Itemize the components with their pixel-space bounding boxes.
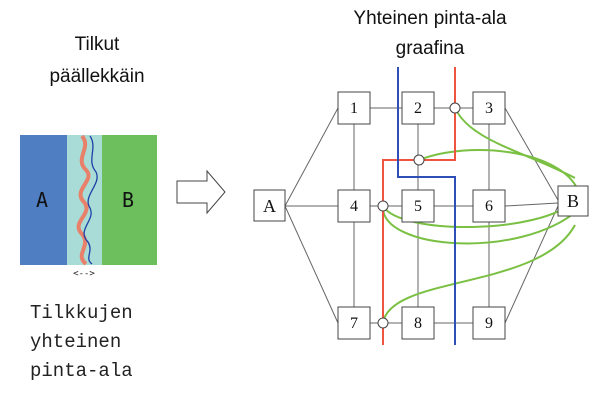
grid-node-3-label: 3: [485, 100, 493, 117]
right-panel: Yhteinen pinta-ala graafina: [253, 8, 589, 345]
green-cut-paths: [381, 107, 579, 324]
left-panel: Tilkut päällekkäin A B <--> Tilkkujen yh…: [20, 34, 157, 382]
right-title-line2: graafina: [396, 38, 465, 59]
right-title-line1: Yhteinen pinta-ala: [353, 8, 507, 29]
grid-node-3: 3: [472, 91, 506, 125]
grid-node-8-label: 8: [414, 315, 422, 332]
caption-line3: pinta-ala: [30, 360, 133, 382]
patch-a: [20, 135, 67, 265]
node-a-label: A: [263, 196, 276, 216]
left-title-line1: Tilkut: [75, 34, 120, 55]
grid-node-4: 4: [337, 189, 371, 223]
node-b-box: [557, 185, 589, 217]
grid-node-7-label: 7: [350, 315, 358, 332]
patch-a-label: A: [36, 188, 48, 212]
patch-b: [102, 135, 157, 265]
green-path-4-b: [381, 205, 579, 245]
grid-node-2-label: 2: [414, 100, 422, 117]
node-a-box: [253, 189, 286, 222]
overlap-indicator: <-->: [73, 269, 95, 279]
green-path-2-3: [454, 107, 576, 179]
grid-node-1: 1: [337, 91, 371, 125]
grid-node-5: 5: [401, 189, 435, 223]
grid-node-7: 7: [337, 306, 371, 340]
caption-line2: yhteinen: [30, 331, 121, 353]
grid-node-5-label: 5: [414, 198, 422, 215]
patch-b-label: B: [122, 188, 134, 212]
node-b-label: B: [567, 191, 579, 211]
cut-point-7-8: [377, 317, 389, 329]
graph-edges: [284, 107, 559, 324]
grid-node-9-label: 9: [485, 315, 493, 332]
cut-point-2-3: [449, 102, 461, 114]
left-title-line2: päällekkäin: [49, 66, 144, 87]
seam-red-line: [76, 134, 91, 266]
grid-node-6-label: 6: [485, 198, 493, 215]
grid-node-1-label: 1: [350, 100, 358, 117]
grid-node-6: 6: [472, 189, 506, 223]
grid-node-9: 9: [472, 306, 506, 340]
grid-node-8: 8: [401, 306, 435, 340]
cut-point-2-5: [413, 154, 425, 166]
green-path-7-8: [382, 224, 576, 324]
caption-line1: Tilkkujen: [30, 302, 133, 324]
seam-blue-line: [83, 135, 98, 265]
right-arrow-icon: [176, 169, 226, 215]
grid-node-4-label: 4: [350, 198, 358, 215]
cut-point-4-5: [377, 200, 389, 212]
blue-seam-path: [397, 67, 456, 345]
green-path-2-5: [418, 149, 579, 191]
grid-node-2: 2: [401, 91, 435, 125]
